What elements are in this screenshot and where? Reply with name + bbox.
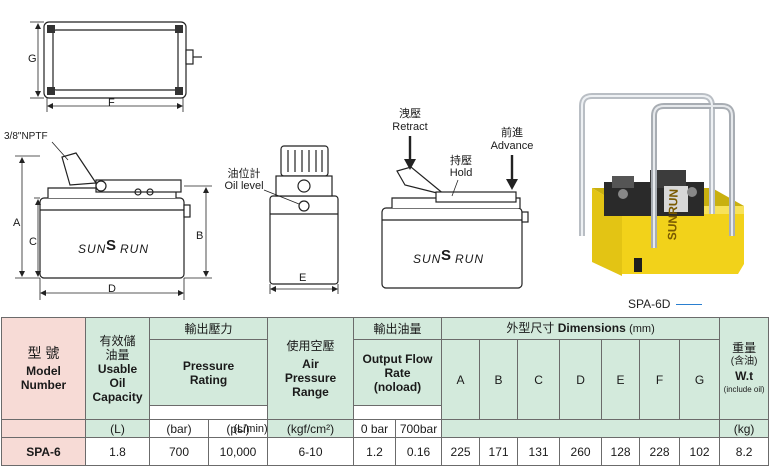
dim-b-label: B — [196, 230, 204, 242]
weight-unit: (kg) — [719, 419, 769, 438]
top-view-drawing — [30, 21, 202, 112]
brand-logo-left: SUN — [78, 242, 107, 256]
capacity-header-zh: 有效儲油量 — [99, 333, 136, 362]
retract-zh: 洩壓 — [399, 108, 421, 120]
oil-level-zh: 油位計 — [227, 168, 261, 180]
pressure-header-zh-cell: 輸出壓力 — [148, 317, 269, 340]
dims-header-en: Dimensions — [557, 321, 626, 335]
capacity-unit: (L) — [85, 419, 150, 438]
spec-table: 型 號 Model Number 有效儲油量 Usable Oil Capaci… — [1, 317, 769, 466]
flow-header-en: Output Flow Rate (noload) — [362, 351, 433, 394]
row-bar: 700 — [149, 437, 209, 466]
brand-logo-mark-2: S — [441, 247, 452, 264]
advance-zh: 前進 — [501, 127, 523, 139]
table-row: SPA-6 1.8 700 10,000 6-10 1.2 0.16 225 1… — [1, 437, 769, 466]
model-header-en: Model Number — [20, 363, 67, 392]
row-flow700: 0.16 — [395, 437, 443, 466]
flow-header-zh-cell: 輸出油量 — [353, 317, 443, 340]
air-unit: (kgf/cm²) — [267, 419, 355, 438]
dim-col-c: C — [517, 339, 561, 420]
brand-logo-right-2: RUN — [455, 252, 484, 266]
dim-e-label: E — [299, 272, 307, 284]
flow-sub-700: 700bar — [395, 419, 443, 438]
dim-d-label: D — [108, 283, 116, 295]
row-dim-f: 228 — [639, 437, 681, 466]
brand-logo-right: RUN — [120, 242, 149, 256]
model-unit-cell — [1, 419, 86, 438]
dim-col-a: A — [441, 339, 481, 420]
oil-level-en: Oil level — [224, 180, 264, 192]
side-view-drawing — [15, 141, 212, 300]
hold-zh: 持壓 — [450, 155, 472, 167]
dims-header-unit: (mm) — [629, 323, 655, 335]
row-psi: 10,000 — [207, 437, 269, 466]
row-air: 6-10 — [267, 437, 355, 466]
weight-header: 重量 (含油) W.t (include oil) — [719, 317, 769, 420]
photo-caption-text: SPA-6D — [628, 297, 671, 311]
pressure-header-en: Pressure Rating — [182, 358, 235, 387]
dim-f-label: F — [108, 97, 115, 109]
product-photo — [568, 92, 758, 292]
row-capacity: 1.8 — [85, 437, 150, 466]
nptf-label: 3/8"NPTF — [4, 131, 48, 142]
air-header-en: Air Pressure Range — [284, 356, 337, 399]
drawing-canvas — [15, 21, 758, 300]
row-dim-c: 131 — [517, 437, 561, 466]
photo-caption: SPA-6D — [628, 297, 708, 311]
caption-line — [676, 304, 703, 306]
flow-sub-0: 0 bar — [353, 419, 397, 438]
advance-en: Advance — [490, 140, 534, 152]
dim-col-d: D — [559, 339, 603, 420]
row-flow0: 1.2 — [353, 437, 397, 466]
retract-en: Retract — [392, 121, 428, 133]
capacity-header-en: Usable Oil Capacity — [92, 361, 143, 404]
weight-header-zh: 重量 — [732, 340, 757, 355]
weight-header-zh2: (含油) — [730, 355, 758, 367]
dim-c-label: C — [29, 236, 37, 248]
flow-header-en-cell: Output Flow Rate (noload) — [353, 339, 443, 406]
brand-logo-left-2: SUN — [413, 252, 442, 266]
pressure-unit-bar: (bar) — [149, 419, 209, 438]
dim-col-g: G — [679, 339, 721, 420]
technical-drawings: G F 3/8"NPTF A C B D E SUN S RUN SUN S R… — [4, 21, 758, 300]
dim-a-label: A — [13, 217, 21, 229]
weight-header-include: (include oil) — [723, 384, 765, 394]
row-dim-e: 128 — [601, 437, 641, 466]
dims-header-zh: 外型尺寸 — [506, 321, 555, 335]
brand-logo-mark: S — [106, 237, 117, 254]
capacity-header: 有效儲油量 Usable Oil Capacity — [85, 317, 150, 420]
weight-header-en: W.t — [735, 368, 754, 383]
end-view-drawing — [263, 145, 339, 294]
row-dim-g: 102 — [679, 437, 721, 466]
model-header-zh: 型 號 — [27, 344, 60, 361]
dim-col-f: F — [639, 339, 681, 420]
row-dim-a: 225 — [441, 437, 481, 466]
row-model: SPA-6 — [1, 437, 86, 466]
model-header: 型 號 Model Number — [1, 317, 86, 420]
row-dim-d: 260 — [559, 437, 603, 466]
dim-col-b: B — [479, 339, 519, 420]
pressure-header-zh: 輸出壓力 — [184, 321, 233, 336]
flow-header-zh: 輸出油量 — [373, 321, 422, 336]
hold-en: Hold — [449, 167, 473, 179]
dim-col-e: E — [601, 339, 641, 420]
row-dim-b: 171 — [479, 437, 519, 466]
pressure-unit-psi: (psi) — [207, 419, 269, 438]
air-header: 使用空壓 Air Pressure Range — [267, 317, 355, 420]
control-view-drawing — [381, 136, 529, 289]
flow-unit: (L/min) — [233, 423, 268, 435]
row-weight: 8.2 — [719, 437, 769, 466]
pressure-header-en-cell: Pressure Rating — [148, 339, 269, 406]
dims-header: 外型尺寸 Dimensions (mm) — [441, 317, 721, 340]
air-header-zh: 使用空壓 — [286, 338, 335, 353]
dim-g-label: G — [28, 53, 37, 65]
dims-unit-cell: (L/min) — [233, 419, 721, 438]
photo-brand-text: SUNRUN — [665, 188, 681, 241]
